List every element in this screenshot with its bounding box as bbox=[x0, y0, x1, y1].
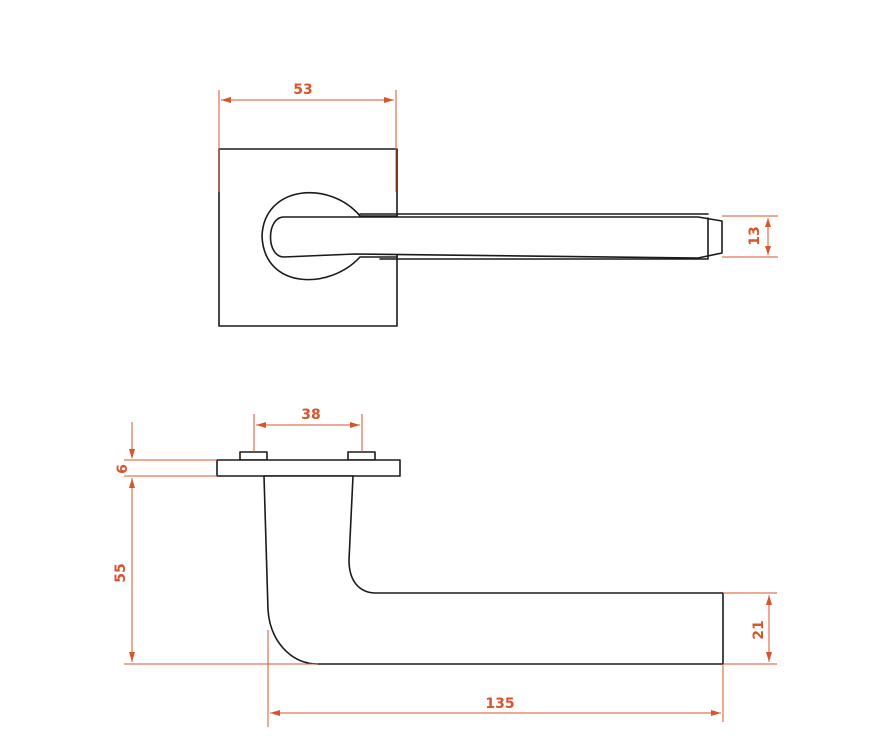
dimension-rose-depth: 6 bbox=[115, 422, 217, 477]
arrowhead bbox=[129, 652, 135, 662]
dimension-lever-thickness: 13 bbox=[722, 215, 778, 258]
arrowhead bbox=[129, 449, 135, 459]
dimension-label: 13 bbox=[747, 226, 763, 245]
dimension-screw-spacing: 38 bbox=[253, 407, 363, 452]
dimension-handle-length: 135 bbox=[267, 630, 724, 727]
dimension-label: 53 bbox=[293, 82, 312, 98]
arrowhead bbox=[384, 97, 394, 103]
arrowhead bbox=[765, 246, 771, 255]
arrowhead bbox=[221, 97, 231, 103]
arrowhead bbox=[129, 478, 135, 488]
arrowhead bbox=[766, 652, 772, 662]
dimension-label: 38 bbox=[301, 407, 320, 423]
rose-plate bbox=[216, 459, 401, 477]
arrowhead bbox=[711, 710, 721, 716]
screw-head-right bbox=[347, 451, 376, 461]
side-view bbox=[216, 451, 724, 665]
screw-head-left bbox=[239, 451, 268, 461]
dimension-label: 6 bbox=[115, 464, 131, 474]
dimension-label: 55 bbox=[113, 563, 129, 582]
dimension-grip-height: 21 bbox=[723, 592, 777, 665]
arrowhead bbox=[256, 422, 266, 428]
arrowhead bbox=[350, 422, 360, 428]
lever-profile bbox=[263, 475, 724, 665]
dimension-label: 21 bbox=[751, 620, 767, 639]
dimension-handle-height: 55 bbox=[113, 478, 318, 665]
dimension-rose-width: 53 bbox=[218, 82, 397, 192]
arrowhead bbox=[766, 595, 772, 605]
lever-body bbox=[269, 216, 723, 259]
arrowhead bbox=[270, 710, 280, 716]
dimension-label: 135 bbox=[485, 696, 514, 712]
arrowhead bbox=[765, 218, 771, 227]
top-view bbox=[218, 148, 723, 327]
